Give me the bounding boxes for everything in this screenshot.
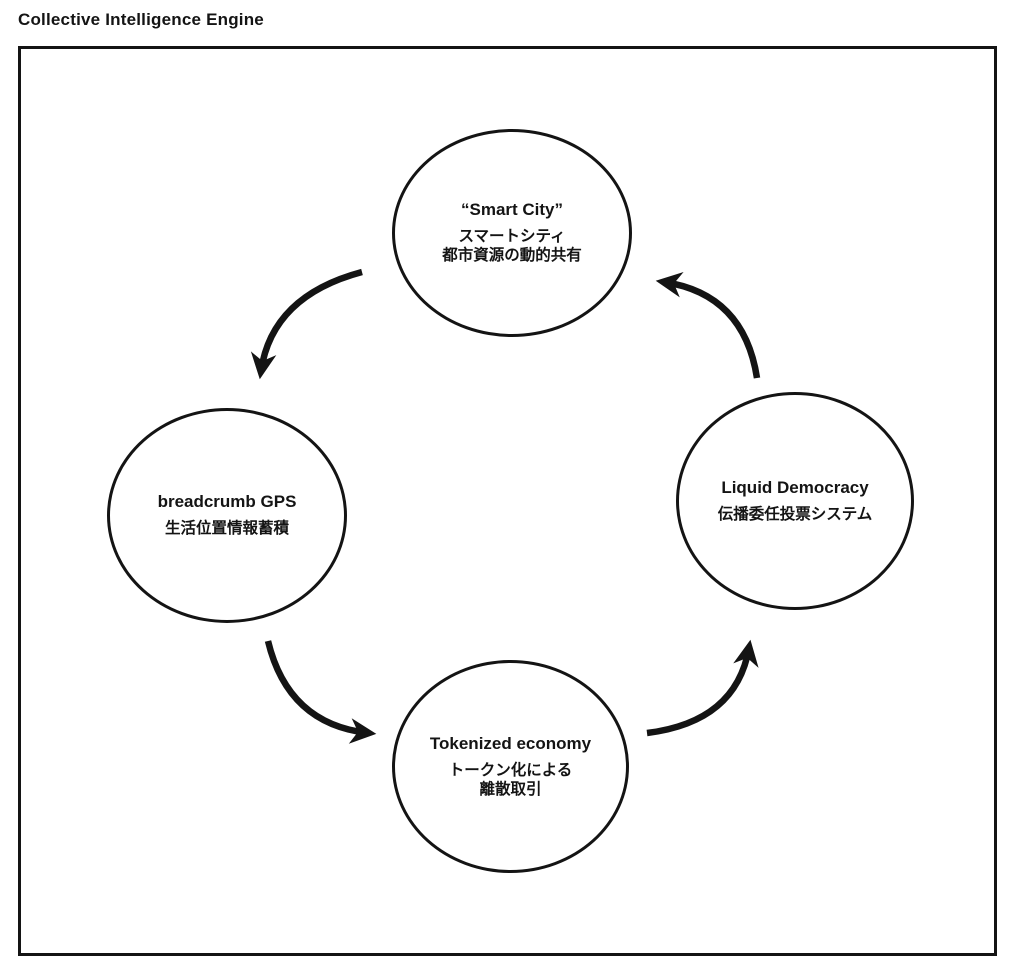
node-subtitle-line: 伝播委任投票システム	[717, 505, 873, 523]
node-title: “Smart City”	[460, 200, 564, 220]
node-subtitle-line: 都市資源の動的共有	[442, 247, 582, 264]
node-title: breadcrumb GPS	[157, 492, 297, 512]
node-liquid-democracy: Liquid Democracy 伝播委任投票システム	[676, 392, 914, 610]
node-subtitle-line: スマートシティ	[458, 228, 566, 246]
node-subtitle-line: 生活位置情報蓄積	[164, 520, 289, 538]
node-tokenized-economy: Tokenized economy トークン化による 離散取引	[392, 660, 629, 873]
node-subtitle-line: トークン化による	[448, 761, 573, 779]
node-title: Liquid Democracy	[721, 477, 869, 497]
node-breadcrumb-gps: breadcrumb GPS 生活位置情報蓄積	[107, 408, 347, 623]
page-title: Collective Intelligence Engine	[18, 10, 264, 29]
node-subtitle-line: 離散取引	[479, 780, 542, 798]
node-smart-city: “Smart City” スマートシティ 都市資源の動的共有	[392, 129, 632, 337]
node-title: Tokenized economy	[429, 733, 592, 753]
